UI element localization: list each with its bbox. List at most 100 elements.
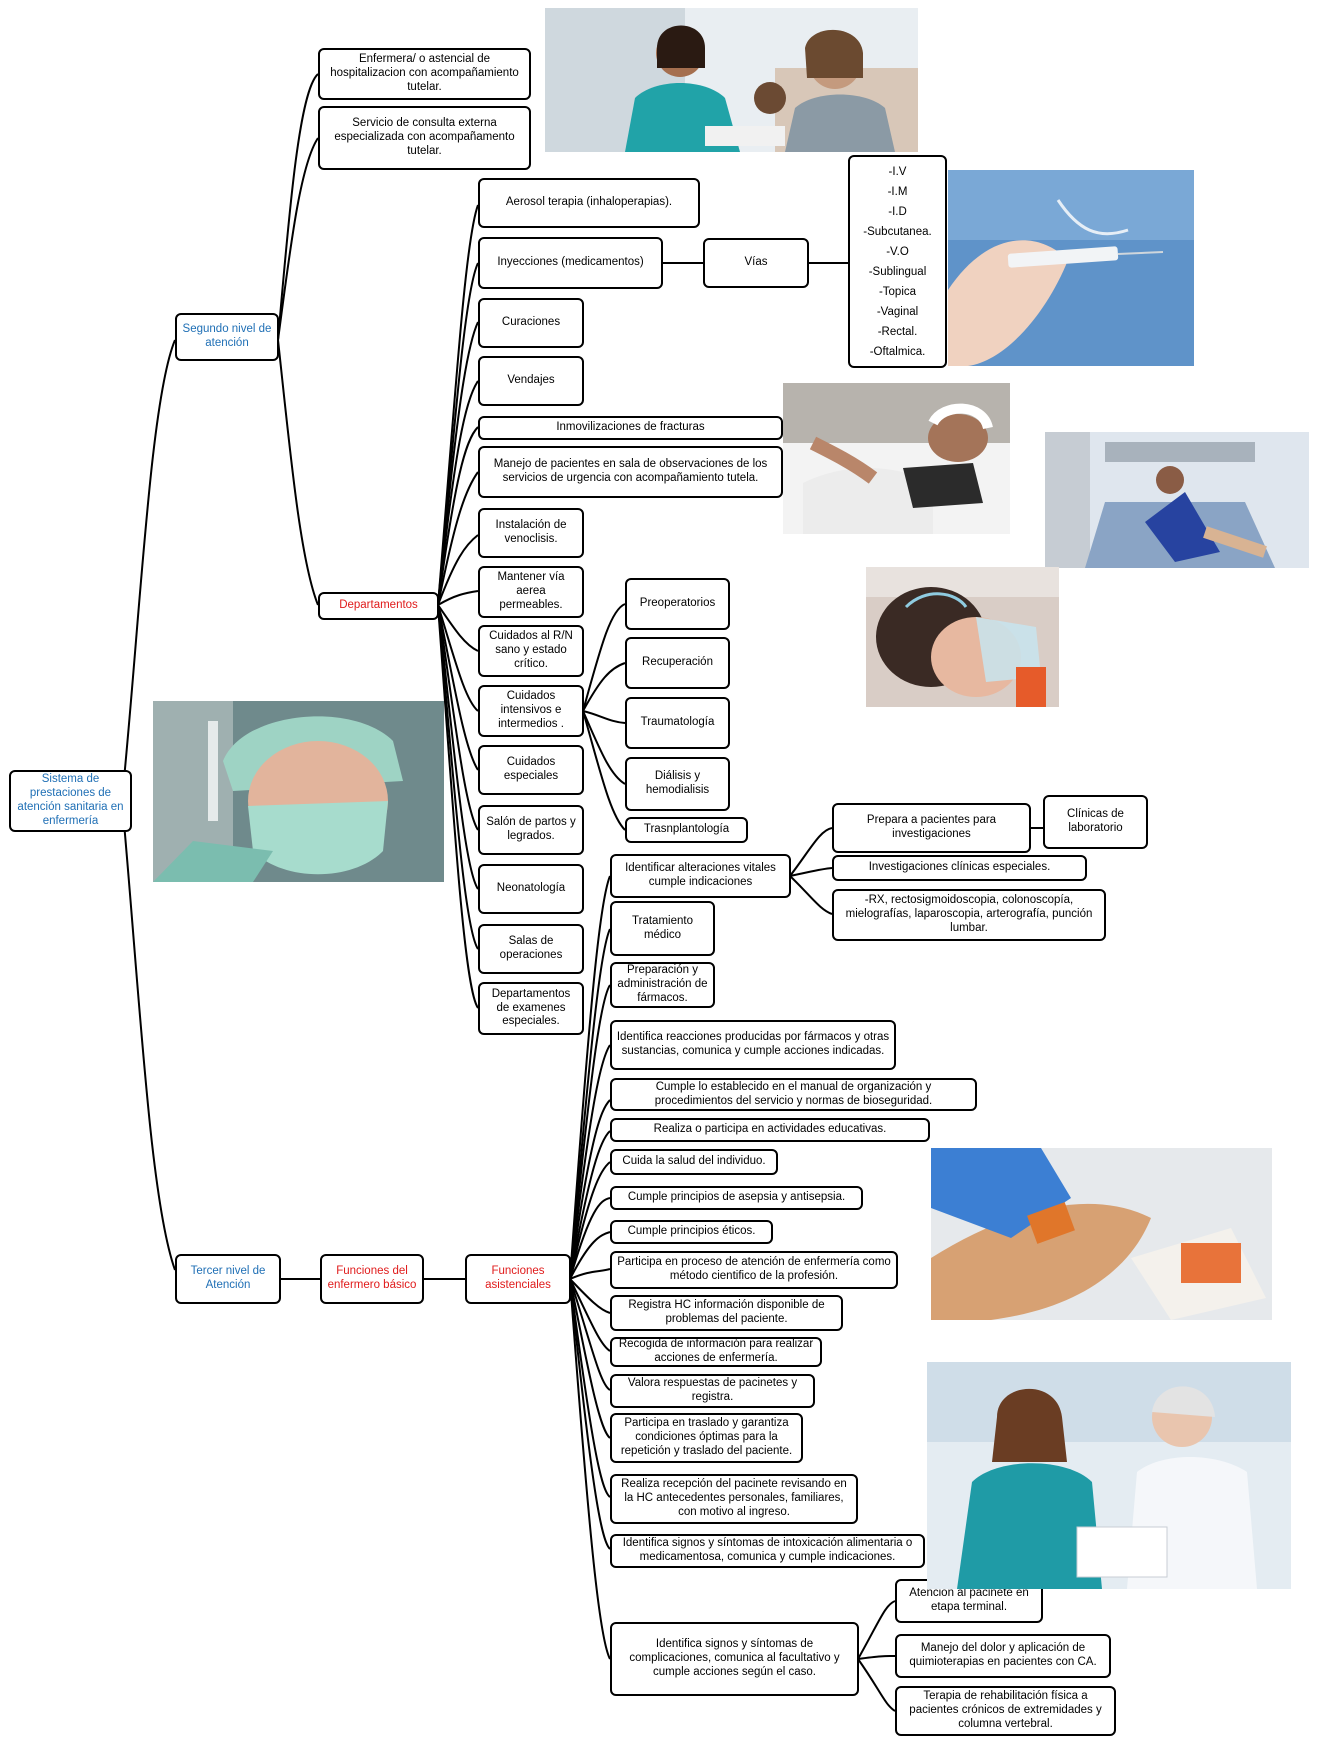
dept-item: Cuidados al R/N sano y estado crítico. <box>478 625 584 677</box>
item-label: Terapia de rehabilitación física a pacie… <box>909 1690 1102 1730</box>
item-label: Investigaciones clínicas especiales. <box>868 861 1051 874</box>
patient-bed-photo <box>783 383 1010 534</box>
syringe-photo <box>948 170 1194 366</box>
item-label: Salas de operaciones <box>499 935 563 961</box>
vias-node: Vías <box>703 238 809 288</box>
item-label: Participa en proceso de atención de enfe… <box>617 1256 891 1282</box>
clinicas-node: Clínicas de laboratorio <box>1043 795 1148 849</box>
departamentos-label: Departamentos <box>339 599 418 612</box>
item-label: -RX, rectosigmoidoscopia, colonoscopía, … <box>845 894 1093 934</box>
via-item: -Oftalmica. <box>869 345 926 358</box>
dept-item: Neonatología <box>478 864 584 914</box>
function-item: Participa en traslado y garantiza condic… <box>610 1413 803 1463</box>
second-level-item: Enfermera/ o astencial de hospitalizacio… <box>318 48 531 100</box>
item-label: Curaciones <box>501 316 561 329</box>
surgeon-photo <box>153 701 444 882</box>
function-item: Cumple principios de asepsia y antisepsi… <box>610 1186 863 1210</box>
function-item: Identifica signos y síntomas de complica… <box>610 1622 859 1696</box>
dept-item: Inmovilizaciones de fracturas <box>478 416 783 440</box>
intensive-item: Preoperatorios <box>625 578 730 630</box>
dept-item: Aerosol terapia (inhaloperapias). <box>478 178 700 228</box>
item-label: Neonatología <box>496 882 566 895</box>
via-item: -I.V <box>888 165 907 178</box>
function-item: Cuida la salud del individuo. <box>610 1149 778 1175</box>
via-item: -V.O <box>886 245 909 258</box>
root-node: Sistema de prestaciones de atención sani… <box>9 770 132 832</box>
item-label: Registra HC información disponible de pr… <box>628 1299 825 1325</box>
function-item: Participa en proceso de atención de enfe… <box>610 1251 898 1289</box>
via-item: -I.M <box>887 185 908 198</box>
item-label: Servicio de consulta externa especializa… <box>334 117 515 157</box>
item-label: Cumple principios de asepsia y antisepsi… <box>627 1191 846 1204</box>
item-label: Aerosol terapia (inhaloperapias). <box>505 196 673 209</box>
nurse-consult-photo <box>545 8 918 152</box>
intensive-item: Traumatología <box>625 697 730 749</box>
antiseptic-wipe-photo <box>931 1148 1272 1320</box>
dept-item: Manejo de pacientes en sala de observaci… <box>478 446 783 498</box>
nurse-elderly-photo <box>927 1362 1291 1589</box>
alteraciones-sub: Investigaciones clínicas especiales. <box>832 855 1087 881</box>
dept-item: Inyecciones (medicamentos) <box>478 237 663 289</box>
vias-list: -I.V -I.M -I.D -Subcutanea. -V.O -Sublin… <box>848 155 947 368</box>
function-item: Cumple lo establecido en el manual de or… <box>610 1078 977 1111</box>
item-label: Realiza recepción del pacinete revisando… <box>621 1478 847 1518</box>
function-item: Realiza recepción del pacinete revisando… <box>610 1474 858 1524</box>
complicaciones-sub: Terapia de rehabilitación física a pacie… <box>895 1686 1116 1736</box>
via-item: -Vaginal <box>876 305 919 318</box>
funciones-basico-node: Funciones del enfermero básico <box>320 1254 424 1304</box>
third-level-node: Tercer nivel de Atención <box>175 1254 281 1304</box>
dept-item: Mantener vía aerea permeables. <box>478 566 584 618</box>
item-label: Inyecciones (medicamentos) <box>497 256 644 269</box>
item-label: Manejo de pacientes en sala de observaci… <box>493 458 768 484</box>
item-label: Identifica signos y síntomas de complica… <box>629 1638 840 1678</box>
departamentos-node: Departamentos <box>318 592 439 620</box>
item-label: Cumple principios éticos. <box>627 1225 756 1238</box>
dept-item: Salas de operaciones <box>478 924 584 974</box>
item-label: Cuidados intensivos e intermedios . <box>498 690 564 730</box>
funciones-asistenciales-node: Funciones asistenciales <box>465 1254 571 1304</box>
item-label: Participa en traslado y garantiza condic… <box>620 1417 793 1457</box>
function-item: Tratamiento médico <box>610 901 715 956</box>
function-item: Identificar alteraciones vitales cumple … <box>610 854 791 898</box>
function-item: Identifica reacciones producidas por fár… <box>610 1020 896 1070</box>
item-label: Manejo del dolor y aplicación de quimiot… <box>909 1642 1097 1668</box>
second-level-node: Segundo nivel de atención <box>175 313 279 361</box>
function-item: Identifica signos y síntomas de intoxica… <box>610 1534 925 1568</box>
dept-item: Vendajes <box>478 356 584 406</box>
via-item: -Rectal. <box>877 325 918 338</box>
function-item: Cumple principios éticos. <box>610 1220 773 1244</box>
dept-item: Cuidados intensivos e intermedios . <box>478 685 584 737</box>
item-label: Prepara a pacientes para investigaciones <box>866 814 997 840</box>
hospital-bed-photo <box>1045 432 1309 568</box>
via-item: -Sublingual <box>868 265 927 278</box>
child-nebulizer-photo <box>866 567 1059 707</box>
intensive-item: Recuperación <box>625 637 730 689</box>
vias-label: Vías <box>744 256 768 269</box>
dept-item: Departamentos de examenes especiales. <box>478 982 584 1035</box>
item-label: Recogida de información para realizar ac… <box>618 1338 814 1364</box>
function-item: Realiza o participa en actividades educa… <box>610 1118 930 1142</box>
item-label: Recuperación <box>642 656 713 669</box>
item-label: Identifica signos y síntomas de intoxica… <box>622 1537 913 1563</box>
root-label: Sistema de prestaciones de atención sani… <box>17 773 124 827</box>
via-item: -Topica <box>878 285 917 298</box>
item-label: Vendajes <box>507 374 555 387</box>
item-label: Traumatología <box>640 716 715 729</box>
item-label: Instalación de venoclisis. <box>495 519 567 545</box>
intensive-item: Trasnplantología <box>625 817 748 843</box>
item-label: Preoperatorios <box>639 597 716 610</box>
third-level-label: Tercer nivel de Atención <box>190 1265 266 1291</box>
dept-item: Curaciones <box>478 298 584 348</box>
dept-item: Instalación de venoclisis. <box>478 508 584 558</box>
item-label: Salón de partos y legrados. <box>486 816 576 842</box>
item-label: Mantener vía aerea permeables. <box>497 571 565 611</box>
item-label: Cuida la salud del individuo. <box>622 1155 766 1168</box>
item-label: Inmovilizaciones de fracturas <box>556 421 705 434</box>
alteraciones-sub: -RX, rectosigmoidoscopia, colonoscopía, … <box>832 889 1106 941</box>
complicaciones-sub: Manejo del dolor y aplicación de quimiot… <box>895 1634 1111 1678</box>
clinicas-label: Clínicas de laboratorio <box>1067 808 1124 834</box>
second-level-item: Servicio de consulta externa especializa… <box>318 106 531 170</box>
item-label: Valora respuestas de pacinetes y registr… <box>627 1377 798 1403</box>
item-label: Atención al pacinete en etapa terminal. <box>909 1587 1029 1613</box>
function-item: Preparación y administración de fármacos… <box>610 962 715 1008</box>
